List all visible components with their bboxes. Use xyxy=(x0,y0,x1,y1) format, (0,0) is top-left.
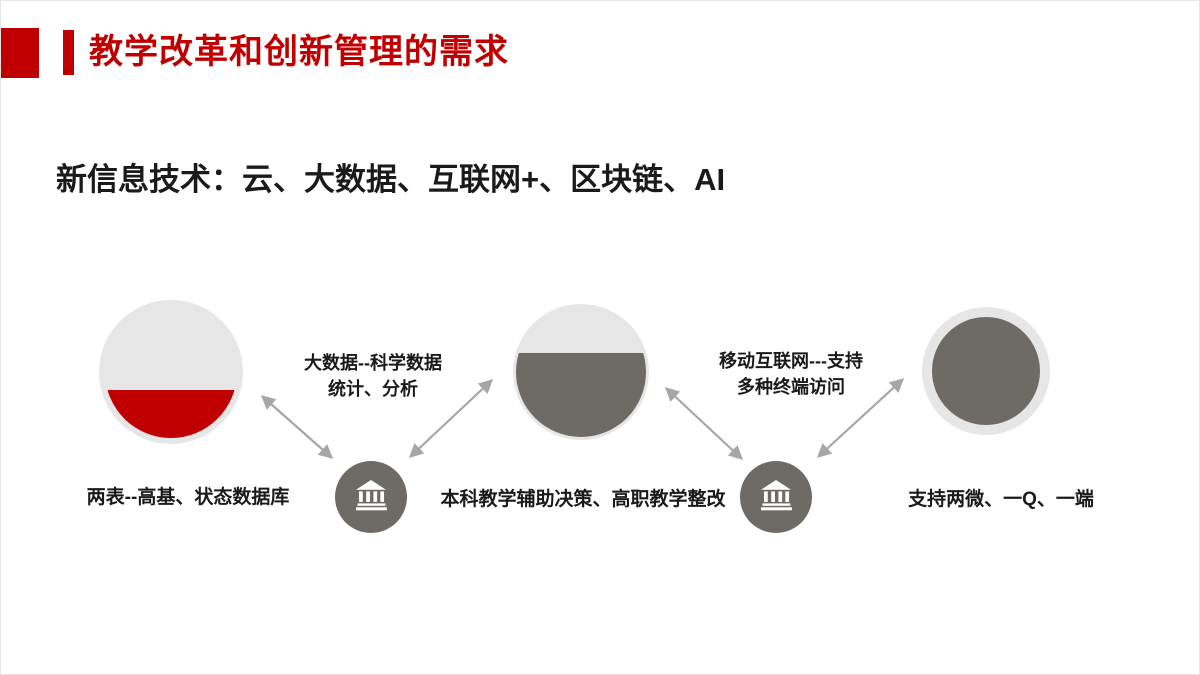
slide-subtitle: 新信息技术：云、大数据、互联网+、区块链、AI xyxy=(56,162,726,197)
label-mobile: 移动互联网---支持 多种终端访问 xyxy=(681,348,901,400)
caption-decision: 本科教学辅助决策、高职教学整改 xyxy=(440,489,726,510)
label-bigdata: 大数据--科学数据 统计、分析 xyxy=(263,350,483,402)
hub-circle-right xyxy=(740,461,812,533)
node-analysis-circle xyxy=(513,304,649,440)
bank-icon xyxy=(353,477,389,518)
hub-circle-left xyxy=(335,461,407,533)
dark-fill-segment xyxy=(516,353,646,437)
label-mobile-line1: 移动互联网---支持 xyxy=(719,351,863,371)
bank-icon xyxy=(758,477,794,518)
title-accent-bar xyxy=(63,30,74,75)
slide-title: 教学改革和创新管理的需求 xyxy=(89,33,509,71)
caption-database: 两表--高基、状态数据库 xyxy=(86,487,290,508)
label-mobile-line2: 多种终端访问 xyxy=(737,377,845,397)
caption-terminal: 支持两微、一Q、一端 xyxy=(908,489,1094,510)
red-fill-segment xyxy=(105,390,237,438)
dark-inner-disc xyxy=(932,317,1040,425)
node-database-circle xyxy=(99,300,243,444)
slide-edge-accent xyxy=(1,28,39,78)
node-terminal-circle xyxy=(922,307,1050,435)
label-bigdata-line2: 统计、分析 xyxy=(328,379,418,399)
label-bigdata-line1: 大数据--科学数据 xyxy=(304,353,442,373)
